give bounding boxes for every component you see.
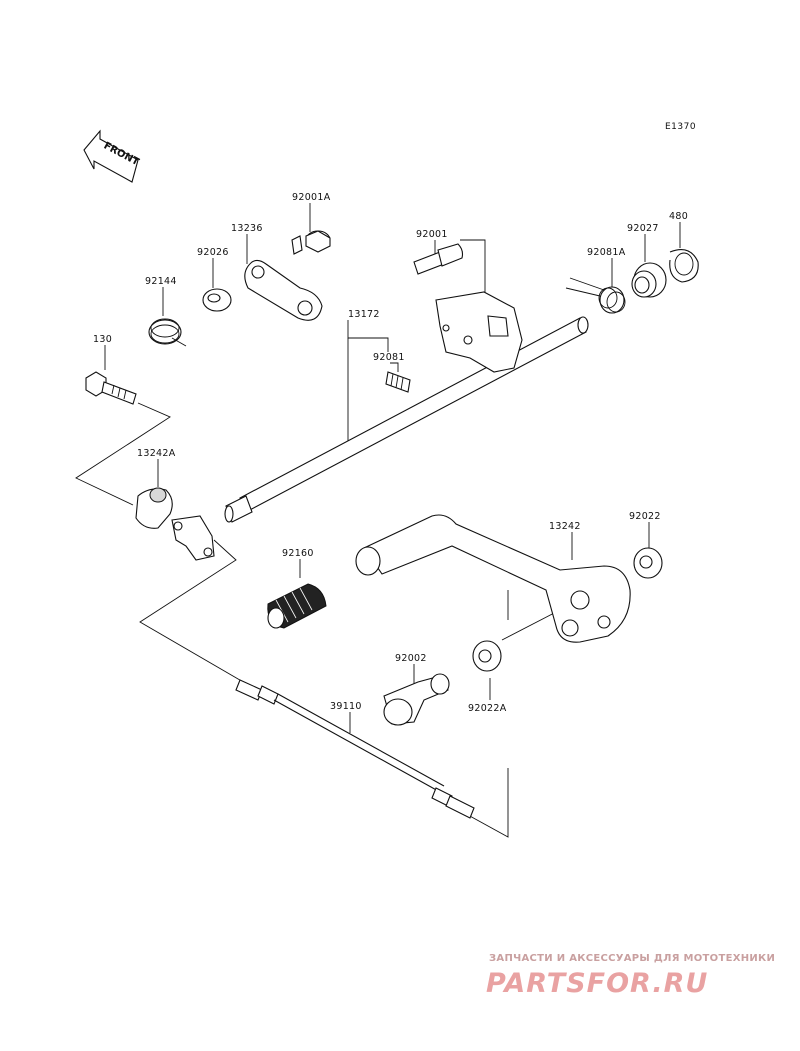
- label-480: 480: [669, 211, 688, 222]
- shift-arm-bracket: [435, 291, 523, 373]
- label-39110: 39110: [330, 701, 362, 712]
- watermark-logo: PARTSFOR.RU: [486, 968, 708, 999]
- spring-92081A: [565, 277, 626, 314]
- label-130: 130: [93, 334, 112, 345]
- washer-92022: [633, 547, 663, 579]
- shift-pedal-13242: [355, 514, 631, 643]
- circlip-480: [669, 249, 699, 283]
- shaft-13172: [224, 316, 589, 523]
- bolt-92002: [383, 673, 450, 726]
- label-92026: 92026: [197, 247, 229, 258]
- collar-92027: [631, 262, 667, 298]
- bolt-130: [85, 371, 137, 405]
- label-92002: 92002: [395, 653, 427, 664]
- washer-92022A: [472, 640, 502, 672]
- leader-lines: [75, 203, 681, 838]
- spring-92081: [385, 371, 411, 393]
- washer-92026: [202, 288, 232, 312]
- holder-13242A: [135, 487, 215, 561]
- rod-39110: [235, 679, 475, 819]
- spring-92144: [148, 318, 187, 347]
- label-92081: 92081: [373, 352, 405, 363]
- pin-92001: [413, 243, 464, 275]
- label-13236: 13236: [231, 223, 263, 234]
- rubber-92160: [267, 583, 327, 629]
- label-92001: 92001: [416, 229, 448, 240]
- bolt-92001A: [291, 230, 331, 255]
- lever-13236: [244, 259, 323, 321]
- label-92144: 92144: [145, 276, 177, 287]
- front-arrow-icon: FRONT: [83, 129, 141, 183]
- watermark-tagline: ЗАПЧАСТИ И АКСЕССУАРЫ ДЛЯ МОТОТЕХНИКИ: [489, 953, 775, 964]
- label-92001A: 92001A: [292, 192, 331, 203]
- label-13172: 13172: [348, 309, 380, 320]
- label-13242A: 13242A: [137, 448, 176, 459]
- label-13242: 13242: [549, 521, 581, 532]
- label-92081A: 92081A: [587, 247, 626, 258]
- diagram-code: E1370: [665, 122, 696, 132]
- label-92160: 92160: [282, 548, 314, 559]
- label-92027: 92027: [627, 223, 659, 234]
- label-92022: 92022: [629, 511, 661, 522]
- label-92022A: 92022A: [468, 703, 507, 714]
